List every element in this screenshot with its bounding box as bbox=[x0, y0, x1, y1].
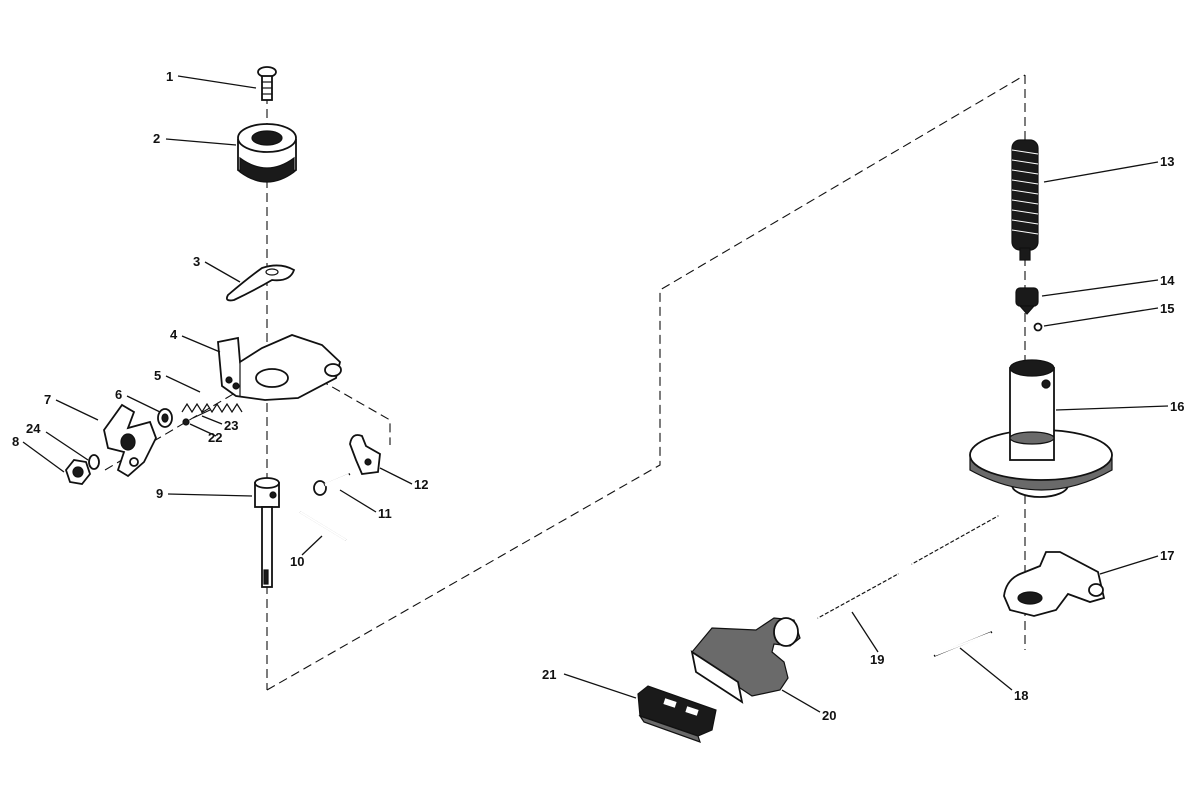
callout-5: 5 bbox=[154, 368, 161, 383]
part-6-washer bbox=[157, 408, 173, 428]
callout-20: 20 bbox=[822, 708, 836, 723]
part-5-spring bbox=[181, 402, 243, 414]
callout-22: 22 bbox=[208, 430, 222, 445]
callout-6: 6 bbox=[115, 387, 122, 402]
callout-12: 12 bbox=[414, 477, 428, 492]
part-2-knob bbox=[237, 123, 297, 183]
callout-7: 7 bbox=[44, 392, 51, 407]
part-21-insert bbox=[637, 685, 717, 743]
part-13-threaded-spindle bbox=[1011, 139, 1039, 261]
callout-18: 18 bbox=[1014, 688, 1028, 703]
callout-labels: 1 2 3 4 5 6 7 24 8 23 22 9 10 11 12 13 1… bbox=[12, 69, 1184, 723]
callout-9: 9 bbox=[156, 486, 163, 501]
callout-10: 10 bbox=[290, 554, 304, 569]
callout-19: 19 bbox=[870, 652, 884, 667]
callout-21: 21 bbox=[542, 667, 556, 682]
callout-23: 23 bbox=[224, 418, 238, 433]
callout-3: 3 bbox=[193, 254, 200, 269]
leader-lines bbox=[22, 75, 1169, 713]
part-4-bracket bbox=[217, 334, 342, 401]
part-7-plate bbox=[103, 403, 157, 478]
callout-4: 4 bbox=[170, 327, 178, 342]
part-22-pin bbox=[182, 418, 190, 426]
part-9-shaft bbox=[254, 477, 280, 588]
part-11-screw bbox=[313, 473, 351, 496]
part-3-spring-clip bbox=[225, 264, 296, 302]
callout-11: 11 bbox=[378, 506, 392, 521]
part-23-pin bbox=[192, 409, 211, 419]
callout-1: 1 bbox=[166, 69, 173, 84]
part-14-nut bbox=[1015, 287, 1039, 315]
callout-24: 24 bbox=[26, 421, 41, 436]
callout-15: 15 bbox=[1160, 301, 1174, 316]
callout-17: 17 bbox=[1160, 548, 1174, 563]
part-8-nut bbox=[64, 459, 92, 485]
part-24-washer bbox=[88, 454, 100, 470]
part-19-roll-pin bbox=[817, 515, 999, 619]
part-15-ball bbox=[1033, 322, 1043, 332]
callout-14: 14 bbox=[1160, 273, 1175, 288]
part-1-screw bbox=[257, 66, 277, 101]
callout-8: 8 bbox=[12, 434, 19, 449]
callout-16: 16 bbox=[1170, 399, 1184, 414]
part-18-pin bbox=[933, 631, 993, 657]
part-16-pulley bbox=[969, 359, 1113, 498]
part-20-handle bbox=[690, 617, 801, 704]
callout-13: 13 bbox=[1160, 154, 1174, 169]
callout-2: 2 bbox=[153, 131, 160, 146]
part-12-clamp bbox=[349, 434, 381, 475]
part-10-pin bbox=[299, 511, 347, 541]
part-17-arm bbox=[1003, 551, 1106, 617]
